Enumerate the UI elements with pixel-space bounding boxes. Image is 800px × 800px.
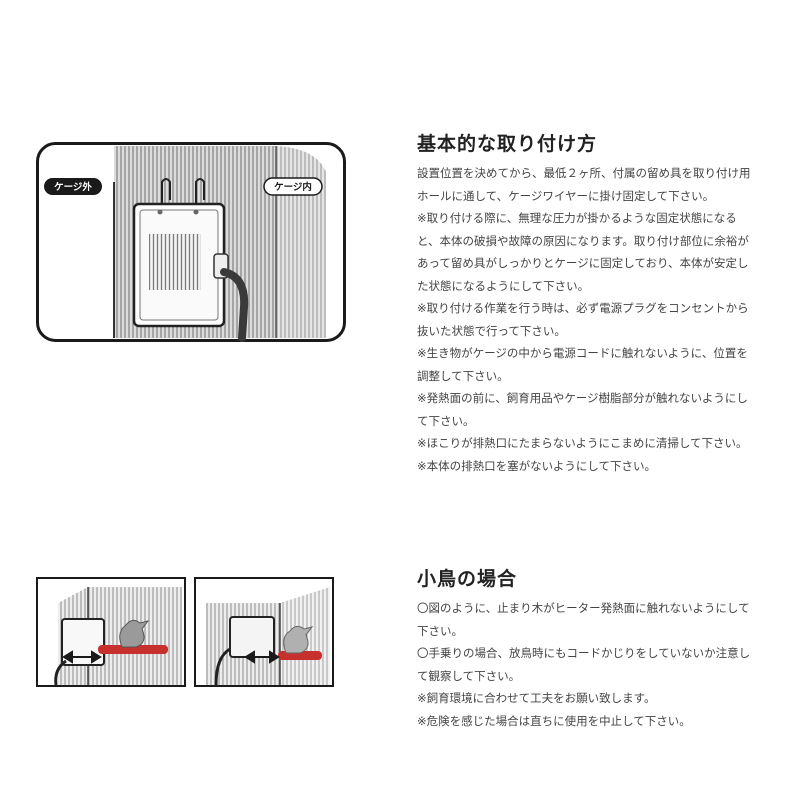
paragraph: 設置位置を決めてから、最低２ヶ所、付属の留め具を取り付け用ホールに通して、ケージ… <box>417 166 751 203</box>
basic-installation-text: 設置位置を決めてから、最低２ヶ所、付属の留め具を取り付け用ホールに通して、ケージ… <box>417 162 757 477</box>
arrow-icon <box>62 650 102 664</box>
small-birds-text: 〇図のように、止まり木がヒーター発熱面に触れないようにして下さい。 〇手乗りの場… <box>417 597 757 732</box>
bird-diagram-outside <box>36 577 186 687</box>
section-title-small-birds: 小鳥の場合 <box>417 568 518 590</box>
paragraph: ※危険を感じた場合は直ちに使用を中止して下さい。 <box>417 713 691 728</box>
bird-icon <box>283 625 314 654</box>
paragraph: ※生き物がケージの中から電源コードに触れないように、位置を調整して下さい。 <box>417 346 748 383</box>
clip-icon <box>161 178 205 204</box>
perch-icon <box>98 645 168 654</box>
paragraph: ※発熱面の前に、飼育用品やケージ樹脂部分が触れないようにして下さい。 <box>417 391 748 428</box>
arrow-icon <box>244 650 280 664</box>
bird-diagram-inside <box>194 577 334 687</box>
paragraph: ※飼育環境に合わせて工夫をお願い致します。 <box>417 691 656 705</box>
paragraph: ※ほこりが排熱口にたまらないようにこまめに清掃して下さい。 <box>417 436 748 450</box>
installation-diagram: ケージ外 ケージ内 <box>36 142 346 342</box>
bird-icon <box>119 619 150 648</box>
paragraph: ※本体の排熱口を塞がないようにして下さい。 <box>417 458 657 473</box>
section-title-basic-installation: 基本的な取り付け方 <box>417 133 598 155</box>
power-cord-icon <box>220 268 249 342</box>
paragraph: ※取り付ける際に、無理な圧力が掛かるような固定状態になると、本体の破損や故障の原… <box>417 211 749 293</box>
paragraph: ※取り付ける作業を行う時は、必ず電源プラグをコンセントから抜いた状態で行って下さ… <box>417 301 749 338</box>
paragraph: 〇手乗りの場合、放鳥時にもコードかじりをしていないか注意して観察して下さい。 <box>417 646 751 683</box>
label-outside: ケージ外 <box>54 181 92 193</box>
paragraph: 〇図のように、止まり木がヒーター発熱面に触れないようにして下さい。 <box>417 601 750 638</box>
label-inside: ケージ内 <box>274 181 312 193</box>
heater-icon <box>132 202 229 328</box>
